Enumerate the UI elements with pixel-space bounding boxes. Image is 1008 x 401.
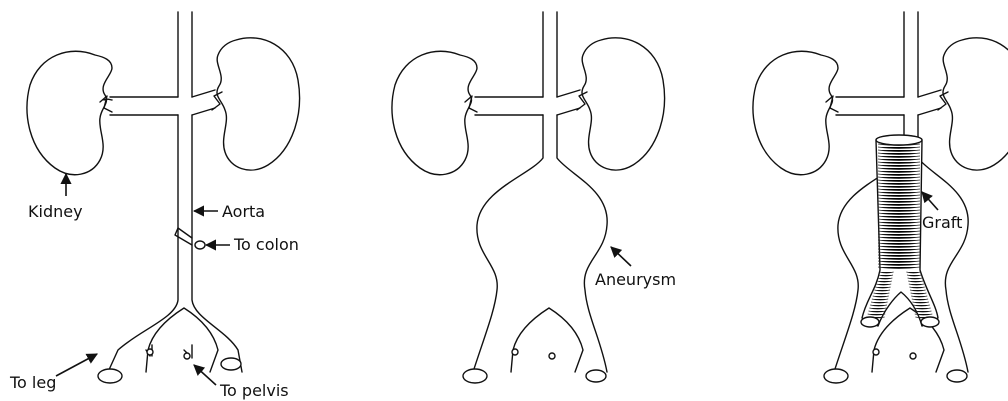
label-aorta: Aorta <box>222 202 265 221</box>
right-kidney <box>217 38 300 170</box>
label-kidney: Kidney <box>28 202 83 221</box>
left-kidney <box>27 51 112 174</box>
label-aneurysm: Aneurysm <box>595 270 676 289</box>
label-to-leg: To leg <box>9 373 56 392</box>
panel-aneurysm: Aneurysm <box>392 12 676 383</box>
label-to-pelvis: To pelvis <box>219 381 289 400</box>
label-to-colon: To colon <box>233 235 299 254</box>
panel-graft: Graft <box>753 12 1008 383</box>
label-graft: Graft <box>922 213 962 232</box>
panel-normal: Kidney Aorta To colon To leg To pelvis <box>9 12 300 400</box>
